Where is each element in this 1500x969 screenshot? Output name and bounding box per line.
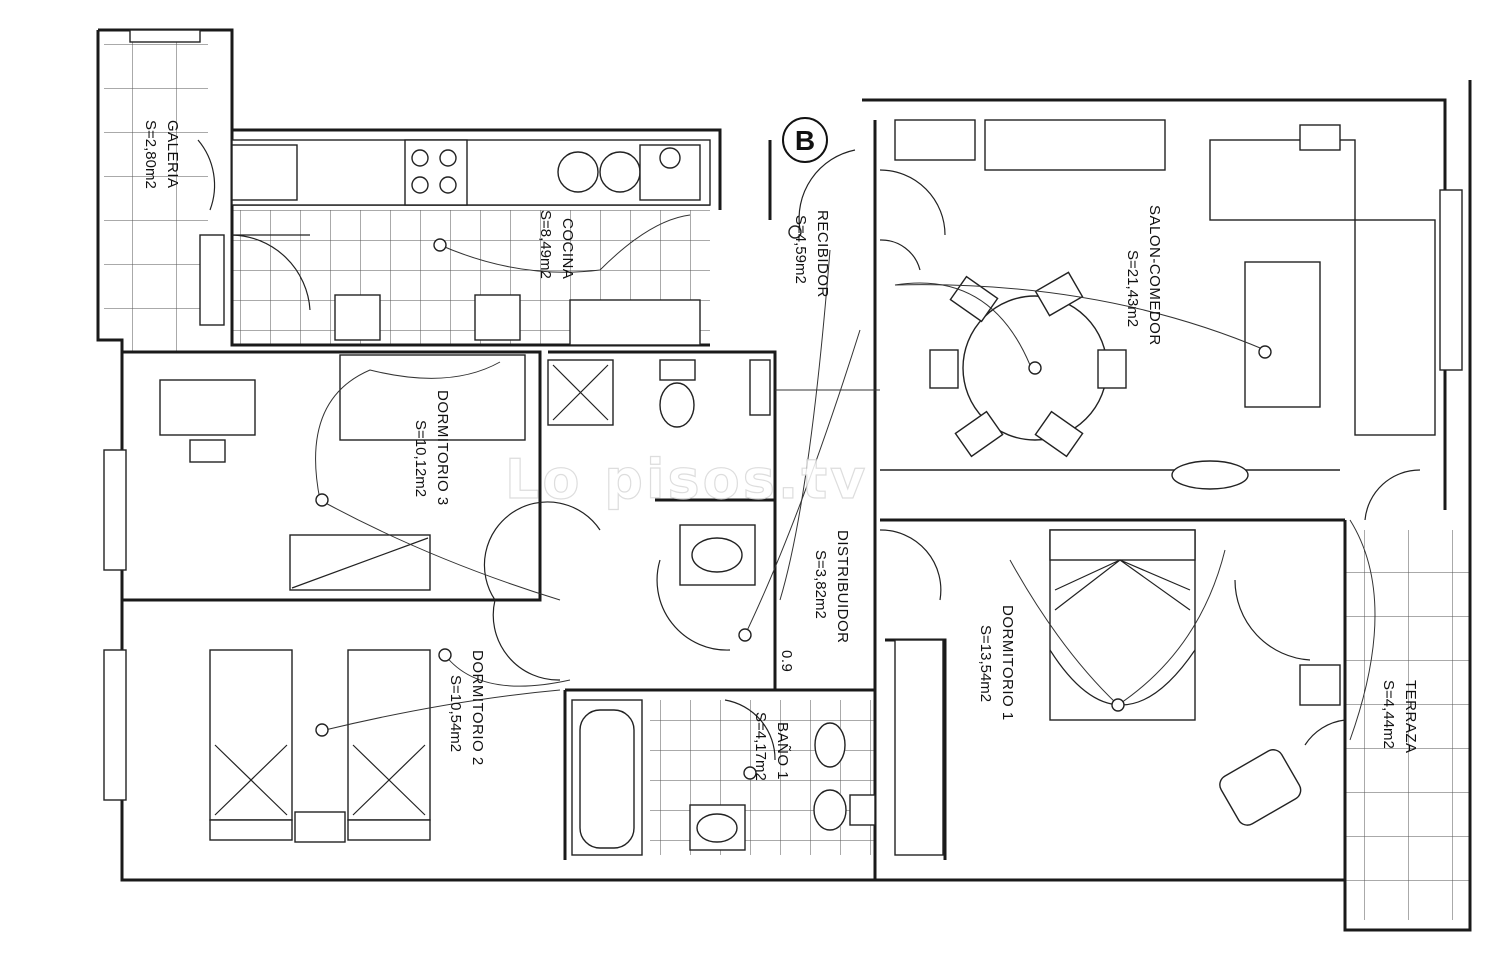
room-label-recibidor: RECIBIDOR S=4,59m2 bbox=[792, 210, 831, 298]
room-name: DISTRIBUIDOR bbox=[834, 530, 851, 644]
marker-b: B bbox=[782, 117, 828, 163]
room-name: SALON-COMEDOR bbox=[1146, 205, 1163, 346]
dormitorio-2-furniture bbox=[209, 649, 431, 843]
room-area: S=21,43m2 bbox=[1124, 250, 1141, 327]
marker-b-label: B bbox=[795, 125, 815, 156]
dimension-label: 0.9 bbox=[778, 650, 795, 672]
room-name: TERRAZA bbox=[1402, 680, 1419, 754]
watermark: Lo pisos.tv bbox=[505, 448, 868, 511]
room-name: DORMITORIO 1 bbox=[999, 605, 1016, 721]
room-name: DORMITORIO 3 bbox=[434, 390, 451, 506]
dormitorio-3-furniture bbox=[159, 354, 526, 591]
room-label-dormitorio-1: DORMITORIO 1 S=13,54m2 bbox=[977, 605, 1016, 721]
room-area: S=10,54m2 bbox=[447, 675, 464, 752]
room-area: S=10,12m2 bbox=[412, 420, 429, 497]
room-label-salon: SALON-COMEDOR S=21,43m2 bbox=[1124, 205, 1163, 346]
room-name: GALERIA bbox=[164, 120, 181, 189]
doors bbox=[197, 139, 1421, 761]
terraza-floor bbox=[1345, 530, 1470, 920]
room-name: COCINA bbox=[559, 218, 576, 279]
room-label-cocina: COCINA S=8,49m2 bbox=[537, 210, 576, 279]
bano-fixtures bbox=[571, 699, 876, 856]
room-label-terraza: TERRAZA S=4,44m2 bbox=[1380, 680, 1419, 754]
room-name: RECIBIDOR bbox=[814, 210, 831, 298]
room-label-dormitorio-2: DORMITORIO 2 S=10,54m2 bbox=[447, 650, 486, 766]
room-area: S=4,59m2 bbox=[792, 215, 809, 284]
room-area: S=3,82m2 bbox=[812, 550, 829, 619]
room-area: S=13,54m2 bbox=[977, 625, 994, 702]
galeria-floor bbox=[104, 40, 208, 352]
dormitorio-1-furniture bbox=[894, 124, 1341, 856]
room-area: S=2,80m2 bbox=[142, 120, 159, 189]
laundry-wc bbox=[547, 359, 771, 586]
room-area: S=8,49m2 bbox=[537, 210, 554, 279]
room-name: DORMITORIO 2 bbox=[469, 650, 486, 766]
wiring bbox=[315, 214, 1376, 741]
room-name: BAÑO 1 bbox=[774, 722, 791, 780]
room-label-bano-1: BAÑO 1 S=4,17m2 bbox=[752, 712, 791, 781]
room-label-dormitorio-3: DORMITORIO 3 S=10,12m2 bbox=[412, 390, 451, 506]
salon-furniture bbox=[894, 119, 1436, 490]
room-area: S=4,44m2 bbox=[1380, 680, 1397, 749]
room-label-distribuidor: DISTRIBUIDOR S=3,82m2 bbox=[812, 530, 851, 644]
kitchen-furniture bbox=[231, 139, 711, 346]
room-label-galeria: GALERIA S=2,80m2 bbox=[142, 120, 181, 189]
room-area: S=4,17m2 bbox=[752, 712, 769, 781]
light-points bbox=[315, 225, 1272, 780]
windows bbox=[103, 29, 1463, 801]
